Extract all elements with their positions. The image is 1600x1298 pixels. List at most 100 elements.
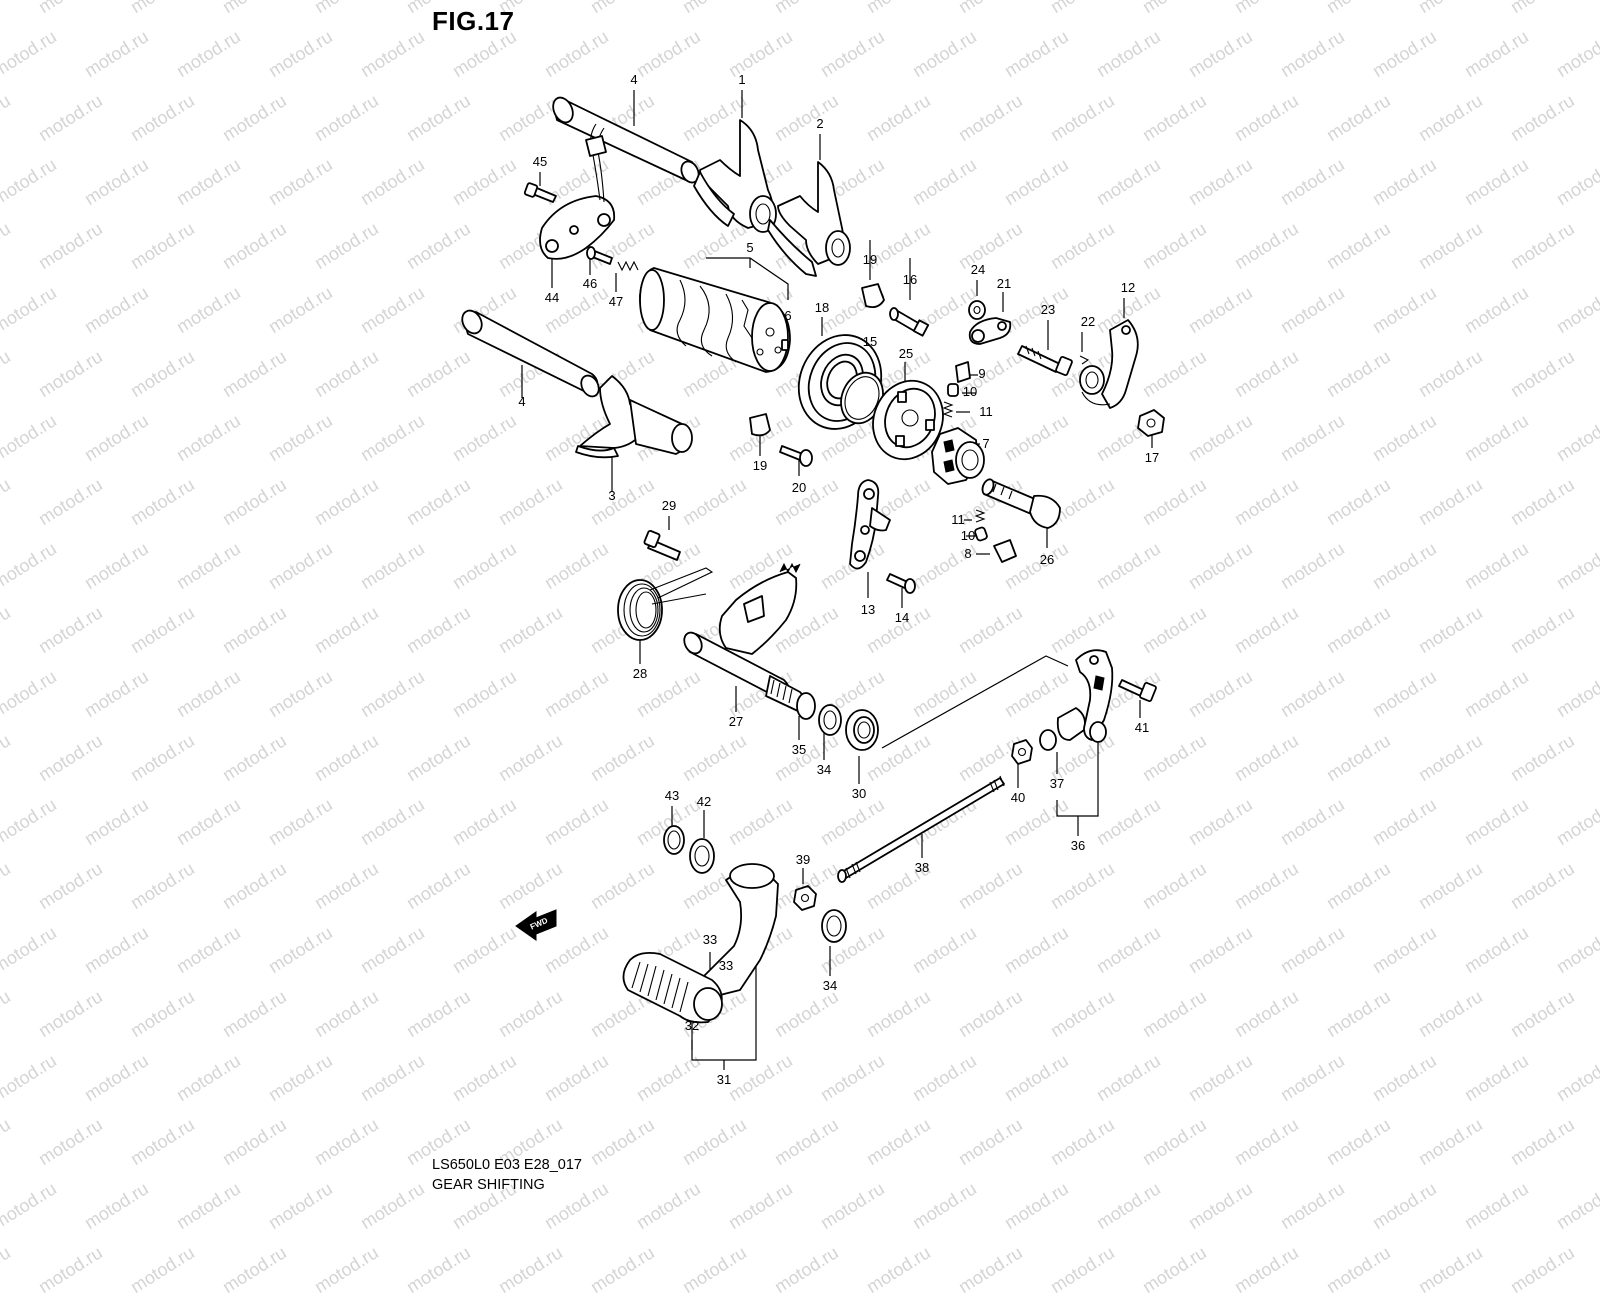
arm-12 xyxy=(1079,319,1139,409)
part-number-label: 36 xyxy=(1071,838,1085,853)
nut-17 xyxy=(1137,409,1165,437)
part-number-label: 12 xyxy=(1121,280,1135,295)
cam-stopper-plate xyxy=(539,123,616,260)
screw-14 xyxy=(886,573,916,594)
part-number-label: 21 xyxy=(997,276,1011,291)
part-number-label: 6 xyxy=(784,308,791,323)
bolt-26 xyxy=(981,478,1061,529)
part-number-label: 47 xyxy=(609,294,623,309)
gear-shift-cam xyxy=(639,267,791,373)
return-spring-28 xyxy=(617,567,714,641)
figure-title: FIG.17 xyxy=(432,6,515,36)
watermark-text: motod.ru xyxy=(1323,1242,1395,1297)
part-number-label: 10 xyxy=(963,384,977,399)
fork-shaft-lower xyxy=(461,309,600,398)
part-number-label: 19 xyxy=(863,252,877,267)
pin-46 xyxy=(586,246,613,265)
nut-40 xyxy=(1011,739,1033,765)
gearshift-lever-37 xyxy=(1039,649,1114,751)
part-number-label: 28 xyxy=(633,666,647,681)
pin-22 xyxy=(1079,355,1090,365)
oil-seal-30 xyxy=(845,709,879,751)
watermark-text: motod.ru xyxy=(0,1242,15,1297)
part-number-label: 2 xyxy=(816,116,823,131)
part-number-label: 7 xyxy=(982,436,989,451)
stopper-plate-13 xyxy=(849,479,891,570)
part-number-label: 19 xyxy=(753,458,767,473)
part-number-label: 18 xyxy=(815,300,829,315)
part-number-label: 3 xyxy=(608,488,615,503)
part-number-label: 9 xyxy=(978,366,985,381)
shift-fork-1 xyxy=(693,119,777,233)
washer-34-mid xyxy=(818,704,842,736)
plate-19-upper xyxy=(861,283,885,309)
part-number-label: 11 xyxy=(979,404,993,419)
watermark-text: motod.ru xyxy=(219,1242,291,1297)
pin-16 xyxy=(889,307,930,337)
plate-19-lower xyxy=(749,413,771,437)
watermark-text: motod.ru xyxy=(863,1242,935,1297)
bolt-29 xyxy=(643,529,681,561)
part-number-label: 29 xyxy=(662,498,676,513)
part-number-label: 41 xyxy=(1135,720,1149,735)
part-number-label: 33 xyxy=(719,958,733,973)
part-number-label: 15 xyxy=(863,334,877,349)
watermark-text: motod.ru xyxy=(1047,1242,1119,1297)
part-number-label: 46 xyxy=(583,276,597,291)
part-number-label: 4 xyxy=(630,72,637,87)
part-number-label: 35 xyxy=(792,742,806,757)
part-number-label: 10 xyxy=(961,528,975,543)
watermark-text: motod.ru xyxy=(1415,1242,1487,1297)
fwd-arrow-icon xyxy=(515,909,557,941)
part-number-label: 34 xyxy=(823,978,837,993)
arm-21 xyxy=(968,317,1012,345)
part-number-label: 1 xyxy=(738,72,745,87)
part-number-label: 22 xyxy=(1081,314,1095,329)
part-number-label: 20 xyxy=(792,480,806,495)
part-number-label: 17 xyxy=(1145,450,1159,465)
part-number-label: 34 xyxy=(817,762,831,777)
part-number-label: 4 xyxy=(518,394,525,409)
pin-10-upper xyxy=(947,383,959,397)
cam-driven-gear-7 xyxy=(931,427,985,485)
watermark-text: motod.ru xyxy=(1231,1242,1303,1297)
spring-47 xyxy=(617,260,639,272)
drawing-code: LS650L0 E03 E28_017 xyxy=(432,1157,582,1173)
part-number-label: 33 xyxy=(703,932,717,947)
part-number-label: 23 xyxy=(1041,302,1055,317)
watermark-text: motod.ru xyxy=(955,1242,1027,1297)
part-number-label: 26 xyxy=(1040,552,1054,567)
part-number-label: 31 xyxy=(717,1072,731,1087)
link-rod-38 xyxy=(837,775,1005,883)
shift-fork-3 xyxy=(575,375,693,459)
fork-shaft-upper xyxy=(552,96,700,184)
washer-43 xyxy=(663,825,685,855)
part-label-group: 1234456789101011111213141516171819192021… xyxy=(518,72,1159,1087)
washer-34-lower xyxy=(821,909,847,943)
washer-24 xyxy=(968,300,986,320)
part-number-label: 27 xyxy=(729,714,743,729)
parts-drawing xyxy=(461,96,1165,1024)
part-number-label: 30 xyxy=(852,786,866,801)
part-number-label: 5 xyxy=(746,240,753,255)
watermark-text: motod.ru xyxy=(35,1242,107,1297)
cam-plate-25 xyxy=(872,379,944,461)
gearshift-pedal-31 xyxy=(622,863,779,1024)
watermark-text: motod.ru xyxy=(771,1242,843,1297)
part-number-label: 38 xyxy=(915,860,929,875)
pin-6 xyxy=(781,339,789,351)
part-number-label: 39 xyxy=(796,852,810,867)
watermark-text: motod.ru xyxy=(403,1242,475,1297)
screw-20 xyxy=(779,445,813,467)
part-number-label: 43 xyxy=(665,788,679,803)
circlip-35 xyxy=(796,692,816,720)
part-number-label: 14 xyxy=(895,610,909,625)
pin-10-lower xyxy=(974,526,988,542)
part-number-label: 13 xyxy=(861,602,875,617)
watermark-text: motod.ru xyxy=(679,1242,751,1297)
watermark-text: motod.ru xyxy=(1507,1242,1579,1297)
bolt-41 xyxy=(1118,679,1157,702)
part-number-label: 8 xyxy=(964,546,971,561)
bolt-45 xyxy=(523,182,557,203)
nut-39 xyxy=(793,885,817,911)
